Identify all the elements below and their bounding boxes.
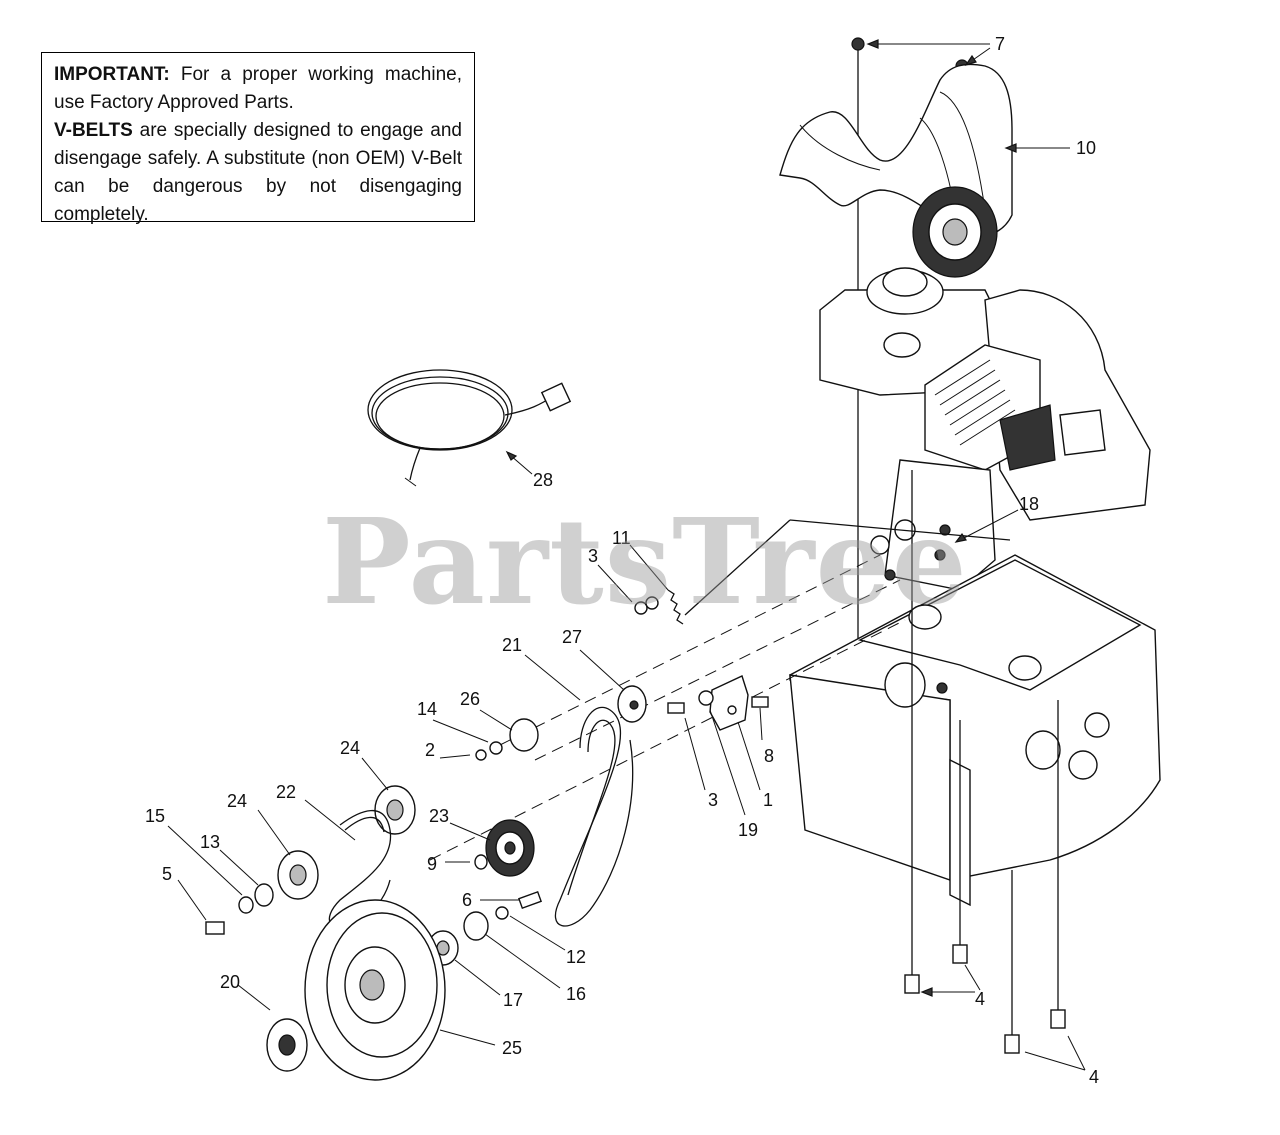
callout-3-upper: 3 bbox=[588, 546, 598, 566]
callout-6: 6 bbox=[462, 890, 472, 910]
idler-bracket bbox=[667, 675, 769, 731]
important-text: For a proper working machine, use Factor… bbox=[54, 64, 462, 113]
callout-2: 2 bbox=[425, 740, 435, 760]
callout-22: 22 bbox=[276, 782, 296, 802]
callout-18: 18 bbox=[1019, 494, 1039, 514]
washer-15 bbox=[238, 896, 254, 914]
callout-25: 25 bbox=[502, 1038, 522, 1058]
important-notice-text: IMPORTANT: For a proper working machine,… bbox=[54, 61, 462, 117]
spring-leader bbox=[684, 519, 791, 616]
large-pulley-25 bbox=[304, 899, 446, 1081]
callout-17: 17 bbox=[503, 990, 523, 1010]
pulley-23 bbox=[485, 819, 535, 877]
fuel-tank bbox=[819, 267, 1001, 396]
callout-16: 16 bbox=[566, 984, 586, 1004]
callout-24-lower: 24 bbox=[227, 791, 247, 811]
nut-2 bbox=[475, 749, 487, 761]
important-notice-box: IMPORTANT: For a proper working machine,… bbox=[41, 52, 475, 225]
callout-8: 8 bbox=[764, 746, 774, 766]
leader-lines bbox=[167, 39, 1086, 1071]
washer-16 bbox=[463, 911, 489, 941]
callout-27: 27 bbox=[562, 627, 582, 647]
bolt-6 bbox=[517, 890, 543, 910]
callout-26: 26 bbox=[460, 689, 480, 709]
v-belt-21 bbox=[554, 706, 634, 927]
callout-labels: 7 10 28 18 11 3 21 27 14 26 2 8 1 3 19 2… bbox=[145, 34, 1099, 1087]
callout-19: 19 bbox=[738, 820, 758, 840]
callout-23: 23 bbox=[429, 806, 449, 826]
callout-7: 7 bbox=[995, 34, 1005, 54]
centerline-1 bbox=[499, 554, 881, 746]
spacer-14 bbox=[489, 741, 503, 755]
callout-14: 14 bbox=[417, 699, 437, 719]
vbelts-notice-text: V-BELTS are specially designed to engage… bbox=[54, 117, 462, 229]
recoil-starter bbox=[912, 186, 998, 278]
callout-10: 10 bbox=[1076, 138, 1096, 158]
callout-4-upper: 4 bbox=[975, 989, 985, 1009]
washer-12 bbox=[495, 906, 509, 920]
important-label: IMPORTANT: bbox=[54, 64, 170, 85]
bolt-5 bbox=[205, 921, 225, 935]
vbelts-label: V-BELTS bbox=[54, 120, 133, 141]
washer-26 bbox=[509, 718, 539, 752]
extension-cord bbox=[367, 369, 572, 487]
callout-11: 11 bbox=[612, 528, 631, 548]
hub-20 bbox=[266, 1018, 308, 1072]
callout-15: 15 bbox=[145, 806, 165, 826]
bottom-bolts bbox=[904, 944, 1066, 1054]
callout-28: 28 bbox=[533, 470, 553, 490]
callout-12: 12 bbox=[566, 947, 586, 967]
nut-9 bbox=[474, 854, 488, 870]
spring-part bbox=[634, 589, 684, 625]
washer-13 bbox=[254, 883, 274, 907]
v-belt-21-inner bbox=[567, 719, 616, 896]
callout-20: 20 bbox=[220, 972, 240, 992]
callout-1: 1 bbox=[763, 790, 773, 810]
callout-3-lower: 3 bbox=[708, 790, 718, 810]
top-nut-left bbox=[851, 37, 865, 51]
engine-block bbox=[870, 289, 1151, 591]
frame-leader bbox=[789, 519, 1011, 541]
vbelts-text: are specially designed to engage and dis… bbox=[54, 120, 462, 225]
drive-belt-22-inner bbox=[344, 816, 385, 833]
callout-5: 5 bbox=[162, 864, 172, 884]
callout-24-upper: 24 bbox=[340, 738, 360, 758]
centerline-3 bbox=[429, 619, 906, 861]
centerline-2 bbox=[534, 579, 901, 761]
callout-21: 21 bbox=[502, 635, 522, 655]
callout-9: 9 bbox=[427, 854, 437, 874]
callout-13: 13 bbox=[200, 832, 220, 852]
callout-4-lower: 4 bbox=[1089, 1067, 1099, 1087]
frame-housing bbox=[789, 554, 1161, 907]
